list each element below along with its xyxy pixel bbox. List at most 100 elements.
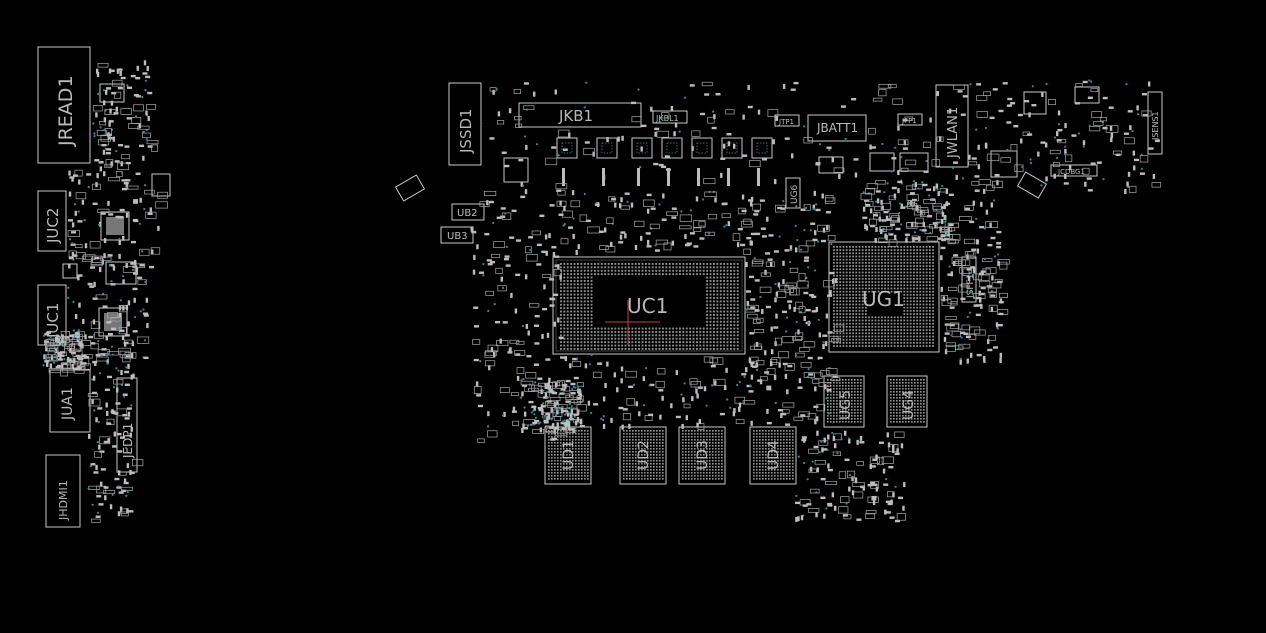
dram-ud3[interactable]: UD3 — [678, 426, 726, 485]
cpu-uc1[interactable]: UC1 — [552, 256, 746, 355]
bga-ball — [716, 286, 719, 289]
component-outline — [60, 362, 71, 370]
chip-ug6[interactable]: UG6 — [785, 177, 801, 209]
bga-ball — [780, 433, 782, 435]
passive-pad — [547, 382, 550, 388]
component-outline — [779, 284, 789, 291]
connector-jhdmi1[interactable]: JHDMI1 — [45, 454, 81, 528]
bga-ball — [570, 307, 573, 310]
bga-ball — [569, 439, 571, 441]
bga-ball — [563, 273, 566, 276]
via — [831, 431, 834, 435]
bga-ball — [893, 278, 896, 280]
bga-ball — [877, 316, 880, 319]
passive-pad — [661, 395, 664, 401]
bga-ball — [638, 341, 641, 344]
passive-pad — [106, 410, 109, 416]
vram-ug4[interactable]: UG4 — [886, 375, 928, 428]
passive-pad — [1147, 81, 1151, 87]
bga-ball — [777, 436, 779, 438]
bga-ball — [650, 451, 652, 453]
bga-ball — [759, 445, 761, 447]
bga-ball — [659, 451, 661, 453]
bga-ball — [685, 263, 688, 265]
bga-ball — [836, 329, 838, 331]
bga-ball — [691, 466, 693, 468]
chip-ub3[interactable]: UB3 — [440, 226, 474, 244]
component-outline — [1014, 164, 1024, 173]
bga-ball — [580, 344, 583, 347]
connector-juc1[interactable]: JUC1 — [37, 284, 67, 346]
connector-jua1[interactable]: JUA1 — [49, 369, 91, 433]
bga-ball — [868, 287, 870, 290]
component-outline — [479, 201, 490, 207]
connector-jfp1[interactable]: JFP1 — [897, 113, 923, 126]
connector-jkbl1[interactable]: JKBL1 — [652, 110, 688, 124]
passive-pad — [760, 227, 766, 230]
bga-ball — [849, 271, 851, 274]
component-outline — [832, 451, 841, 456]
dram-ud1[interactable]: UD1 — [544, 426, 592, 485]
bga-ball — [920, 382, 922, 384]
bga-ball — [587, 472, 589, 474]
connector-juc2[interactable]: JUC2 — [37, 190, 67, 252]
vram-ug5[interactable]: UG5 — [823, 375, 865, 428]
bga-ball — [765, 460, 767, 462]
component-outline — [747, 304, 759, 310]
bga-ball — [626, 454, 628, 456]
bga-ball — [925, 268, 928, 271]
connector-jsens1[interactable]: JSENS1 — [1147, 91, 1163, 155]
bga-ball — [685, 337, 688, 340]
bga-ball — [839, 294, 842, 296]
passive-pad — [831, 157, 834, 163]
bga-ball — [716, 331, 719, 333]
bga-ball — [679, 273, 681, 276]
via — [111, 493, 114, 497]
bga-ball — [573, 331, 576, 333]
bga-ball — [718, 451, 720, 453]
bga-ball — [771, 478, 773, 480]
bga-ball — [893, 255, 896, 258]
bga-ball — [852, 297, 854, 299]
connector-jbatt1[interactable]: JBATT1 — [807, 114, 867, 142]
connector-jkb1[interactable]: JKB1 — [518, 102, 642, 128]
bga-ball — [922, 310, 925, 312]
bga-ball — [839, 319, 842, 322]
bga-ball — [718, 457, 720, 459]
bga-ball — [925, 287, 928, 290]
passive-pad — [800, 208, 806, 211]
bga-ball — [563, 310, 566, 313]
bga-ball — [617, 327, 620, 330]
gpu-ug1[interactable]: UG1 — [828, 241, 940, 353]
passive-pad — [833, 443, 837, 449]
chip-ub2[interactable]: UB2 — [451, 203, 485, 221]
bga-ball — [587, 290, 590, 293]
connector-jedp1[interactable]: JEDP1 — [116, 377, 138, 473]
bga-ball — [662, 269, 664, 272]
bga-ball — [623, 466, 625, 468]
bga-ball — [679, 341, 681, 344]
bga-ball — [736, 337, 739, 340]
connector-jread1[interactable]: JREAD1 — [37, 46, 91, 164]
bga-ball — [890, 406, 892, 408]
via — [501, 414, 505, 417]
bga-ball — [899, 415, 901, 417]
passive-pad — [876, 198, 880, 204]
bga-ball — [691, 457, 693, 459]
bga-ball — [554, 466, 556, 468]
via — [91, 378, 94, 381]
connector-jcdbg1[interactable]: JCDBG1 — [1050, 164, 1098, 177]
bga-ball — [706, 436, 708, 438]
passive-pad — [750, 374, 754, 380]
connector-jtp1[interactable]: JTP1 — [774, 114, 800, 127]
bga-ball — [685, 466, 687, 468]
passive-pad — [949, 323, 955, 327]
dram-ud2[interactable]: UD2 — [619, 426, 667, 485]
connector-jwlan1[interactable]: JWLAN1 — [935, 84, 969, 168]
bga-ball — [920, 412, 922, 414]
passive-pad — [97, 407, 103, 410]
dram-ud4[interactable]: UD4 — [749, 426, 797, 485]
bga-ball — [611, 266, 613, 269]
bga-ball — [634, 266, 637, 269]
via — [123, 395, 126, 398]
